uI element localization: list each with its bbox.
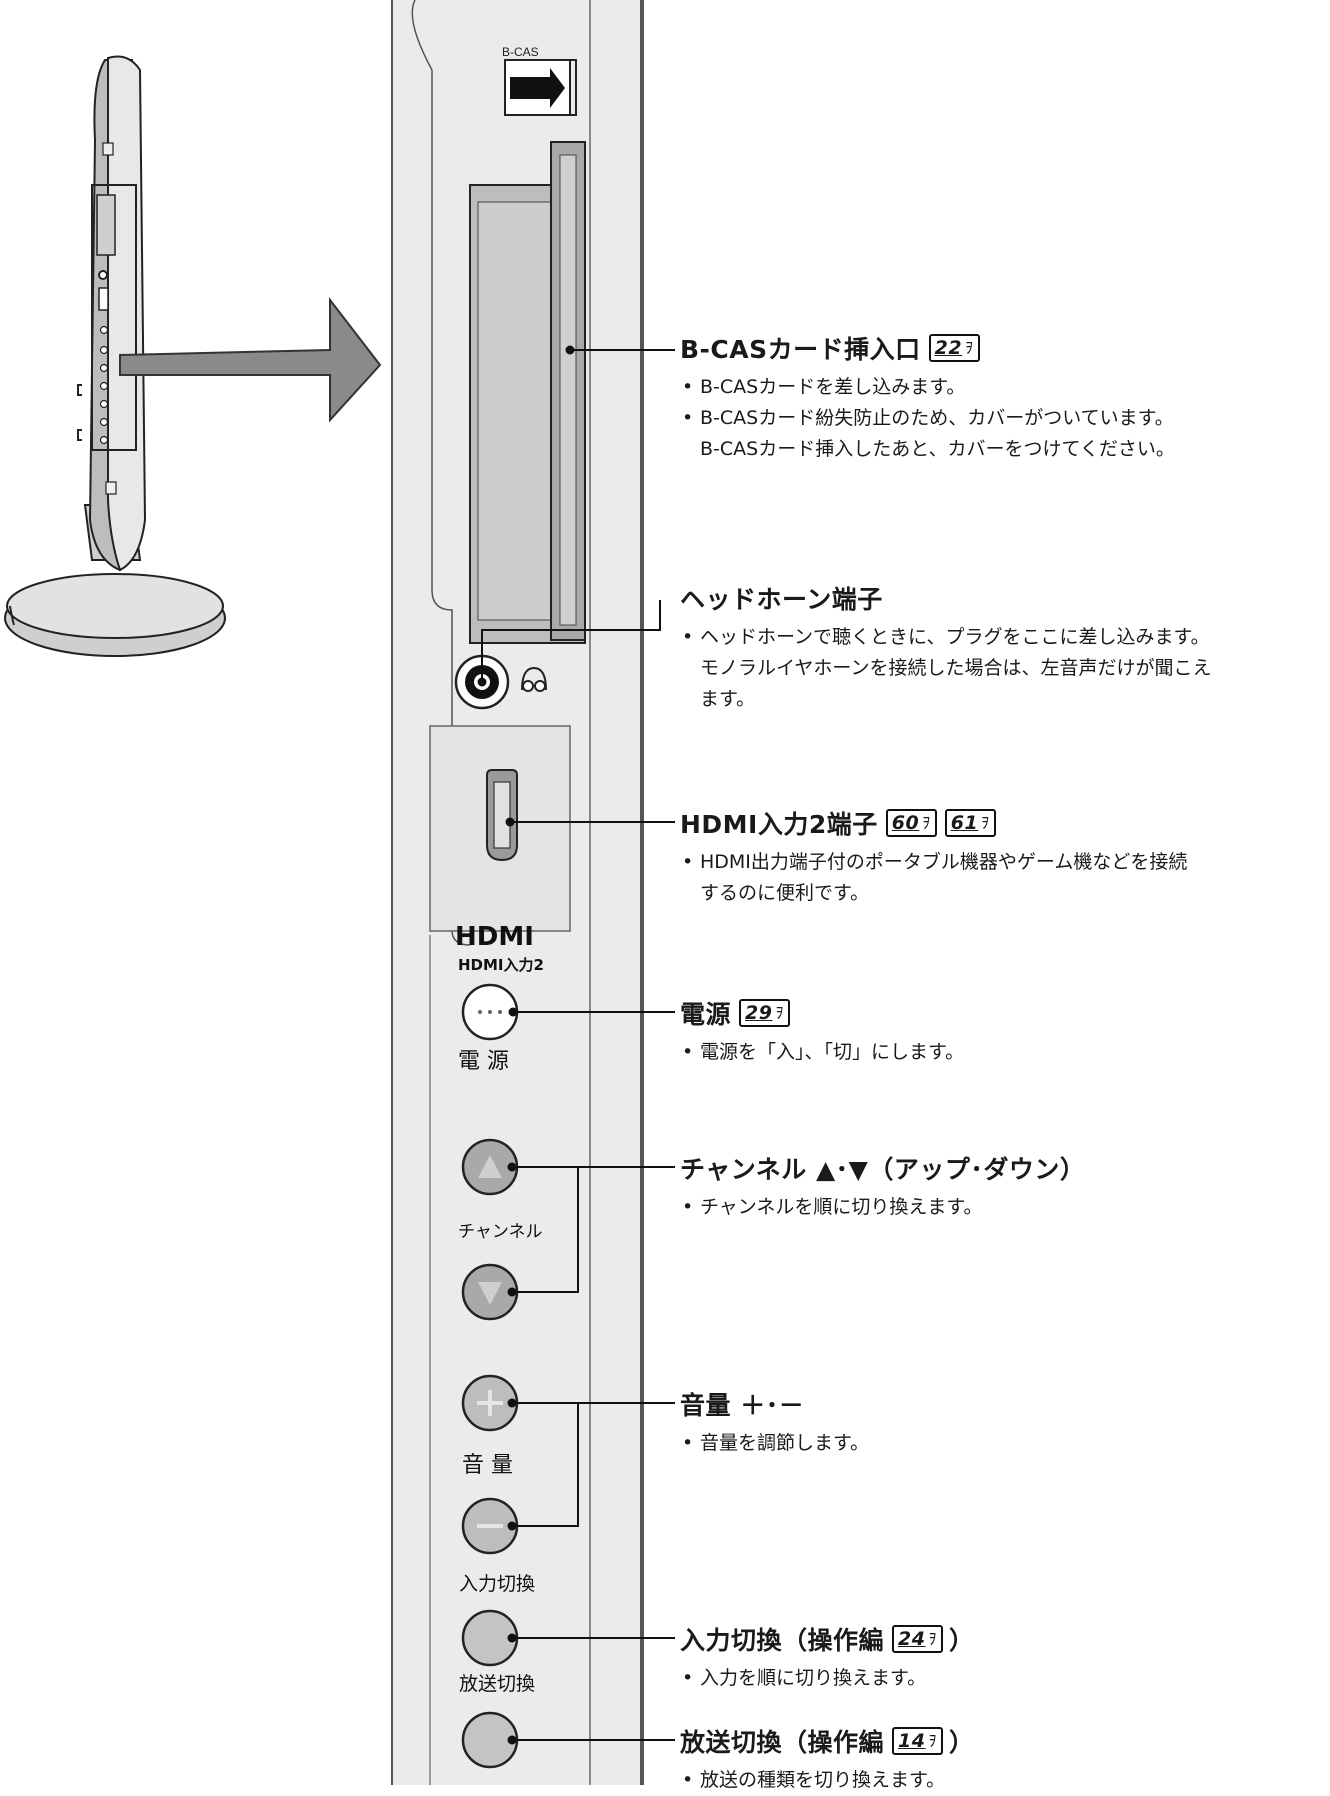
channel-label: チャンネル bbox=[458, 1222, 543, 1242]
callout-power: 電源 29ｦ 電源を「入」、「切」にします。 bbox=[680, 995, 1330, 1068]
callout-line: するのに便利です。 bbox=[700, 882, 870, 904]
callout-line: 音量を調節します。 bbox=[680, 1428, 1330, 1459]
callout-title: 音量 ＋･－ bbox=[680, 1391, 805, 1420]
up-triangle-icon bbox=[478, 1155, 502, 1178]
callout-line: 入力を順に切り換えます。 bbox=[680, 1663, 1330, 1694]
callout-line: ます。 bbox=[700, 688, 756, 710]
callout-input: 入力切換（操作編 24ｦ ） 入力を順に切り換えます。 bbox=[680, 1621, 1330, 1694]
callout-line: モノラルイヤホーンを接続した場合は、左音声だけが聞こえ bbox=[700, 657, 1212, 679]
callout-line: ヘッドホーンで聴くときに、プラグをここに差し込みます。 bbox=[680, 622, 1330, 653]
callout-title: 入力切換（操作編 bbox=[680, 1626, 885, 1655]
headphone-icon bbox=[521, 666, 547, 692]
callout-line: B-CASカード挿入したあと、カバーをつけてください。 bbox=[700, 438, 1175, 460]
down-triangle-icon bbox=[478, 1282, 502, 1305]
callout-title: ヘッドホーン端子 bbox=[680, 585, 883, 614]
callout-title: HDMI入力2端子 bbox=[680, 810, 878, 839]
hdmi-port-label: HDMI入力2 bbox=[458, 956, 544, 974]
plus-icon bbox=[477, 1390, 503, 1416]
callout-title: B-CASカード挿入口 bbox=[680, 335, 921, 364]
callout-volume: 音量 ＋･－ 音量を調節します。 bbox=[680, 1386, 1330, 1459]
callout-line: 電源を「入」、「切」にします。 bbox=[680, 1037, 1330, 1068]
callout-suffix: ） bbox=[948, 1626, 975, 1655]
leader-lines bbox=[477, 345, 675, 1745]
callout-line: B-CASカード紛失防止のため、カバーがついています。 bbox=[680, 403, 1330, 434]
bcas-insert-indicator bbox=[504, 59, 577, 116]
callout-suffix: ） bbox=[948, 1728, 975, 1757]
callout-line: B-CASカードを差し込みます。 bbox=[680, 372, 1330, 403]
bcas-card-slot bbox=[469, 141, 586, 644]
input-label: 入力切換 bbox=[459, 1573, 535, 1595]
callout-broadcast: 放送切換（操作編 14ｦ ） 放送の種類を切り換えます。 bbox=[680, 1723, 1330, 1796]
callout-line: チャンネルを順に切り換えます。 bbox=[680, 1192, 1330, 1223]
callout-bcas-slot: B-CASカード挿入口 22ｦ B-CASカードを差し込みます。 B-CASカー… bbox=[680, 330, 1330, 465]
arrow-right-icon bbox=[119, 297, 382, 423]
tv-side-view bbox=[4, 55, 226, 657]
callout-title: チャンネル ▲･▼（アップ･ダウン） bbox=[680, 1155, 1086, 1184]
power-label: 電 源 bbox=[458, 1049, 509, 1074]
volume-label: 音 量 bbox=[462, 1453, 513, 1478]
hdmi-port-area bbox=[429, 725, 571, 932]
callout-hdmi: HDMI入力2端子 60ｦ 61ｦ HDMI出力端子付のポータブル機器やゲーム機… bbox=[680, 805, 1330, 909]
callout-headphone: ヘッドホーン端子 ヘッドホーンで聴くときに、プラグをここに差し込みます。 モノラ… bbox=[680, 580, 1330, 715]
callout-channel: チャンネル ▲･▼（アップ･ダウン） チャンネルを順に切り換えます。 bbox=[680, 1150, 1330, 1223]
callout-title: 電源 bbox=[680, 1000, 732, 1029]
channel-buttons bbox=[461, 1138, 519, 1321]
bcas-label: B-CAS bbox=[502, 45, 539, 59]
hdmi-logo: HDMI bbox=[455, 922, 534, 952]
callout-line: 放送の種類を切り換えます。 bbox=[680, 1765, 1330, 1796]
callout-title: 放送切換（操作編 bbox=[680, 1728, 885, 1757]
callout-line: HDMI出力端子付のポータブル機器やゲーム機などを接続 bbox=[680, 847, 1330, 878]
broadcast-label: 放送切換 bbox=[459, 1673, 535, 1695]
